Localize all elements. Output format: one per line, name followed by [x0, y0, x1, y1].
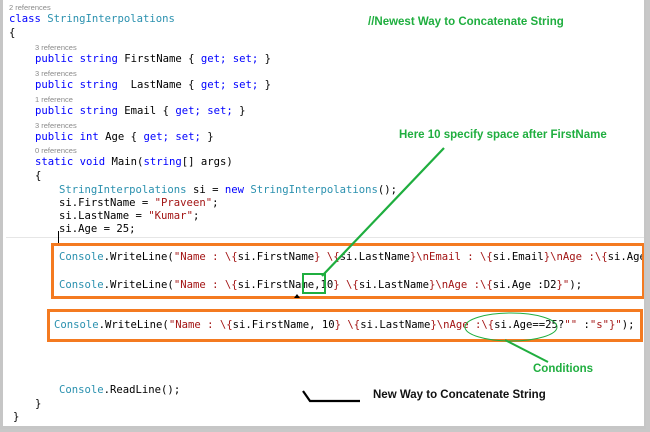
code-text: } [200, 131, 214, 143]
type-name: Console [54, 319, 99, 331]
code-text: si.FirstName = [59, 197, 155, 209]
string-literal: }" [556, 279, 570, 291]
keyword: public string [35, 53, 118, 65]
keyword: public int [35, 131, 99, 143]
code-line-writeline-2: Console.WriteLine("Name : \{si.FirstName… [59, 279, 582, 291]
code-text: LastName { [117, 79, 201, 91]
codelens-references[interactable]: 3 references [35, 121, 77, 130]
open-brace: { [35, 170, 42, 182]
highlight-box-writeline-group [51, 243, 644, 299]
code-text: si.LastName [358, 279, 429, 291]
code-text: si.FirstName, 10 [232, 319, 335, 331]
code-line-set-lastname: si.LastName = "Kumar"; [59, 210, 199, 222]
keyword: public string [35, 79, 118, 91]
code-text: si.FirstName [237, 251, 315, 263]
code-line-lastname: public string LastName { get; set; } [35, 79, 271, 91]
string-literal: "Kumar" [148, 210, 193, 222]
code-text: si.LastName = [59, 210, 149, 222]
string-literal: "Name : \{ [173, 251, 238, 263]
keyword: class [9, 13, 41, 25]
string-literal: "s" [589, 319, 609, 331]
codelens-references[interactable]: 1 reference [35, 95, 73, 104]
string-literal: "Name : \{ [168, 319, 233, 331]
code-text: ; [212, 197, 219, 209]
code-text: ); [569, 279, 583, 291]
string-literal: } \{ [334, 319, 361, 331]
code-text: .ReadLine(); [103, 384, 181, 396]
string-literal: }\nAge :\{ [543, 251, 608, 263]
type-name: Console [59, 279, 104, 291]
keyword: string [143, 156, 182, 168]
string-literal: }\nAge :\{ [428, 279, 493, 291]
code-text: si.Email [492, 251, 544, 263]
annotation-conditions: Conditions [533, 363, 594, 375]
code-text: FirstName { [117, 53, 201, 65]
string-literal: "Name : \{ [173, 279, 238, 291]
codelens-references[interactable]: 2 references [9, 3, 51, 12]
annotation-newest-way: //Newest Way to Concatenate String [368, 16, 564, 28]
code-line-firstname: public string FirstName { get; set; } [35, 53, 271, 65]
keyword: get; set; [200, 79, 259, 91]
code-text: Main( [105, 156, 144, 168]
code-text: Age { [98, 131, 144, 143]
code-text: (); [377, 184, 398, 196]
line-separator [6, 237, 644, 238]
code-text: .WriteLine( [103, 251, 174, 263]
connector-line-icon [302, 390, 360, 403]
code-text: si = [186, 184, 225, 196]
string-literal: }" [608, 319, 622, 331]
code-text: si.LastName [360, 319, 431, 331]
code-text: [] args) [181, 156, 233, 168]
code-text: ; [192, 210, 200, 222]
close-brace: } [13, 411, 20, 423]
highlight-box-writeline-conditional [47, 309, 643, 342]
code-text: } [258, 53, 272, 65]
code-line-main: static void Main(string[] args) [35, 156, 233, 168]
string-literal: "" [564, 319, 578, 331]
arrow-line-icon [504, 339, 549, 363]
code-editor[interactable]: 2 references class StringInterpolations … [9, 0, 644, 426]
type-name: StringInterpolations [59, 184, 187, 196]
keyword: public string [35, 105, 118, 117]
type-name: Console [59, 384, 104, 396]
codelens-references[interactable]: 3 references [35, 69, 77, 78]
code-text: Email { [117, 105, 176, 117]
code-text: : [577, 319, 590, 331]
string-literal: } \{ [333, 279, 359, 291]
annotation-new-way: New Way to Concatenate String [373, 389, 546, 401]
code-line-readline: Console.ReadLine(); [59, 384, 180, 396]
code-line-age: public int Age { get; set; } [35, 131, 214, 143]
type-name: StringInterpolations [243, 184, 378, 196]
code-text: ); [621, 319, 635, 331]
code-text: .WriteLine( [103, 279, 174, 291]
close-brace: } [35, 398, 42, 410]
type-name: Console [59, 251, 104, 263]
keyword: get; set; [175, 105, 233, 117]
codelens-references[interactable]: 0 references [35, 146, 77, 155]
alignment-value: 10 [320, 279, 334, 291]
code-line-email: public string Email { get; set; } [35, 105, 246, 117]
code-text: si.FirstName, [237, 279, 321, 291]
code-line-new-instance: StringInterpolations si = new StringInte… [59, 184, 397, 196]
keyword: get; set; [200, 53, 259, 65]
keyword: new [224, 184, 244, 196]
annotation-here-10: Here 10 specify space after FirstName [399, 129, 607, 141]
code-text: } [232, 105, 246, 117]
code-line-set-age: si.Age = 25; [59, 223, 136, 235]
code-text: si.Age :D2 [492, 279, 557, 291]
keyword: get; set; [143, 131, 201, 143]
class-name: StringInterpolations [47, 13, 175, 25]
keyword: static void [35, 156, 106, 168]
code-text: .WriteLine( [98, 319, 169, 331]
text-caret [58, 231, 59, 245]
string-literal: "Praveen" [154, 197, 213, 209]
highlight-box-alignment [302, 273, 326, 294]
code-line-set-firstname: si.FirstName = "Praveen"; [59, 197, 218, 209]
open-brace: { [9, 27, 16, 39]
code-text: } [258, 79, 272, 91]
code-text: si.Age [607, 251, 646, 263]
code-line-class: class StringInterpolations [9, 13, 175, 25]
codelens-references[interactable]: 3 references [35, 43, 77, 52]
